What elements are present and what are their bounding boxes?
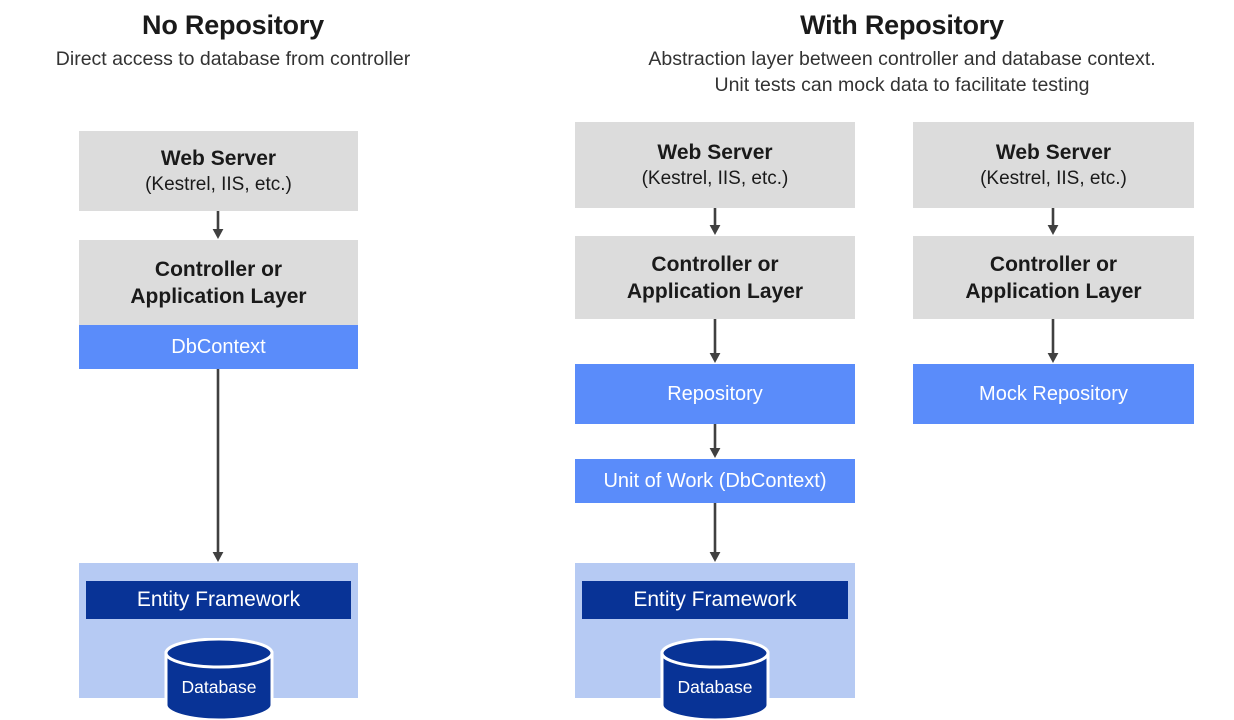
middle-arrow-repository-to-unitofwork bbox=[705, 424, 725, 459]
middle-controller-title-line1: Controller or bbox=[651, 252, 779, 276]
middle-database-label: Database bbox=[677, 677, 753, 697]
left-web-server-title: Web Server bbox=[160, 147, 277, 170]
middle-arrow-webserver-to-controller bbox=[705, 208, 725, 236]
middle-entity-framework-panel[interactable]: Entity Framework Database bbox=[575, 563, 855, 720]
panel-heading-with-repository: With Repository Abstraction layer betwee… bbox=[570, 8, 1234, 98]
left-database-label: Database bbox=[181, 677, 257, 697]
middle-arrow-unitofwork-to-entityframework bbox=[705, 503, 725, 563]
panel-subtitle-with-repository-line1: Abstraction layer between controller and… bbox=[648, 48, 1156, 70]
left-database-cylinder[interactable]: Database bbox=[163, 638, 275, 720]
middle-repository-label: Repository bbox=[667, 383, 763, 405]
left-entity-framework-label: Entity Framework bbox=[136, 588, 301, 611]
left-dbcontext-label: DbContext bbox=[171, 336, 266, 358]
left-web-server-box[interactable]: Web Server (Kestrel, IIS, etc.) bbox=[79, 131, 358, 211]
middle-unit-of-work-label: Unit of Work (DbContext) bbox=[603, 470, 827, 492]
middle-arrow-controller-to-repository bbox=[705, 319, 725, 364]
right-arrow-webserver-to-controller bbox=[1043, 208, 1063, 236]
middle-unit-of-work-box[interactable]: Unit of Work (DbContext) bbox=[575, 459, 855, 503]
right-controller-title-line2: Application Layer bbox=[965, 279, 1142, 303]
panel-subtitle-with-repository-line2: Unit tests can mock data to facilitate t… bbox=[714, 74, 1090, 96]
middle-repository-box[interactable]: Repository bbox=[575, 364, 855, 424]
left-controller-title-line1: Controller or bbox=[154, 257, 283, 281]
middle-controller-title-line2: Application Layer bbox=[626, 279, 804, 303]
middle-web-server-box[interactable]: Web Server (Kestrel, IIS, etc.) bbox=[575, 122, 855, 208]
repository-pattern-diagram: No Repository Direct access to database … bbox=[0, 8, 1234, 720]
left-controller-title-line2: Application Layer bbox=[130, 284, 307, 308]
panel-subtitle-no-repository: Direct access to database from controlle… bbox=[55, 48, 411, 70]
middle-entity-framework-label: Entity Framework bbox=[633, 588, 797, 611]
right-controller-box[interactable]: Controller or Application Layer bbox=[913, 236, 1194, 319]
left-arrow-dbcontext-to-entityframework bbox=[208, 369, 228, 563]
middle-entity-framework-bar[interactable]: Entity Framework bbox=[582, 581, 848, 619]
middle-web-server-title: Web Server bbox=[657, 141, 773, 164]
left-entity-framework-panel[interactable]: Entity Framework Database bbox=[79, 563, 358, 720]
page-title-with-repository: With Repository bbox=[800, 10, 1004, 40]
left-dbcontext-box[interactable]: DbContext bbox=[79, 325, 358, 369]
middle-web-server-subtitle: (Kestrel, IIS, etc.) bbox=[641, 168, 789, 189]
middle-controller-box[interactable]: Controller or Application Layer bbox=[575, 236, 855, 319]
right-mock-repository-box[interactable]: Mock Repository bbox=[913, 364, 1194, 424]
right-controller-title-line1: Controller or bbox=[989, 252, 1118, 276]
right-mock-repository-label: Mock Repository bbox=[979, 383, 1128, 405]
right-web-server-title: Web Server bbox=[995, 141, 1112, 164]
left-web-server-subtitle: (Kestrel, IIS, etc.) bbox=[145, 174, 292, 195]
left-entity-framework-bar[interactable]: Entity Framework bbox=[86, 581, 351, 619]
right-arrow-controller-to-mockrepository bbox=[1043, 319, 1063, 364]
left-arrow-webserver-to-controller bbox=[208, 211, 228, 240]
page-title-no-repository: No Repository bbox=[142, 10, 324, 40]
right-web-server-box[interactable]: Web Server (Kestrel, IIS, etc.) bbox=[913, 122, 1194, 208]
left-controller-box[interactable]: Controller or Application Layer bbox=[79, 240, 358, 325]
middle-database-cylinder[interactable]: Database bbox=[659, 638, 771, 720]
right-web-server-subtitle: (Kestrel, IIS, etc.) bbox=[980, 168, 1127, 189]
panel-heading-no-repository: No Repository Direct access to database … bbox=[0, 8, 466, 72]
